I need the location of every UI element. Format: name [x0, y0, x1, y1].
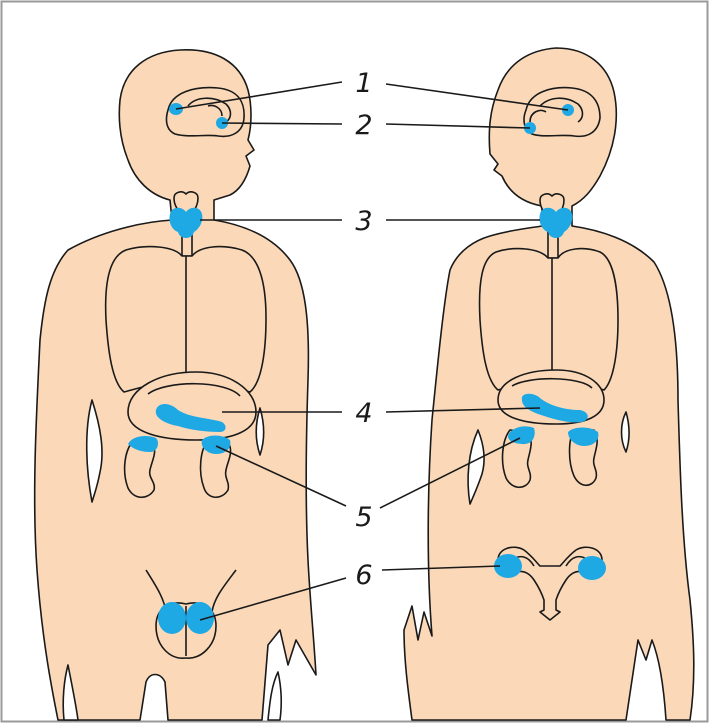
female-ovary-right	[578, 556, 606, 580]
label-4: 4	[355, 398, 372, 429]
leader-2-male	[222, 123, 342, 124]
label-6: 6	[355, 560, 372, 591]
female-lungs	[480, 249, 618, 390]
male-testis-left	[158, 602, 186, 634]
label-5: 5	[355, 502, 372, 533]
label-1: 1	[355, 68, 372, 99]
label-3: 3	[355, 206, 372, 237]
label-2: 2	[355, 110, 372, 141]
